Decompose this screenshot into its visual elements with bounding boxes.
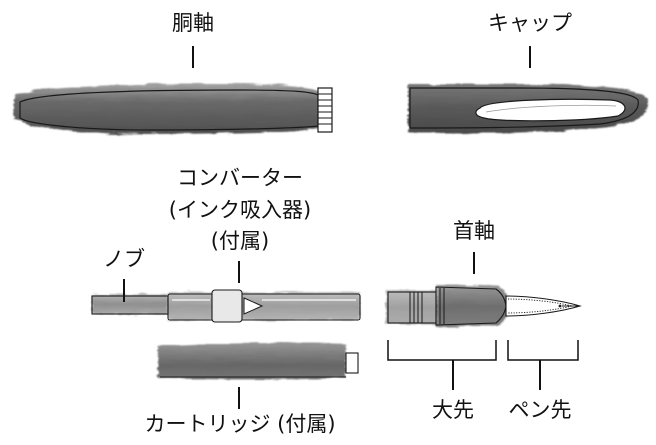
converter — [91, 289, 361, 323]
cap — [408, 84, 649, 134]
large-nib-bracket — [387, 340, 497, 361]
label-cartridge: カートリッジ (付属) — [144, 412, 336, 436]
label-cap: キャップ — [488, 11, 572, 35]
label-pen-nib: ペン先 — [508, 398, 572, 422]
grip-section — [386, 284, 510, 328]
nib — [505, 295, 582, 317]
label-knob: ノブ — [103, 247, 145, 271]
pen-nib-bracket — [507, 340, 579, 361]
barrel — [14, 84, 333, 134]
label-grip-section: 首軸 — [453, 219, 495, 243]
label-barrel: 胴軸 — [172, 11, 214, 35]
cartridge — [158, 342, 359, 380]
label-large-nib: 大先 — [432, 398, 474, 422]
label-converter-line3: (付属) — [210, 229, 270, 253]
label-converter-line1: コンバーター — [177, 166, 303, 190]
label-converter-line2: (インク吸入器) — [168, 198, 312, 222]
